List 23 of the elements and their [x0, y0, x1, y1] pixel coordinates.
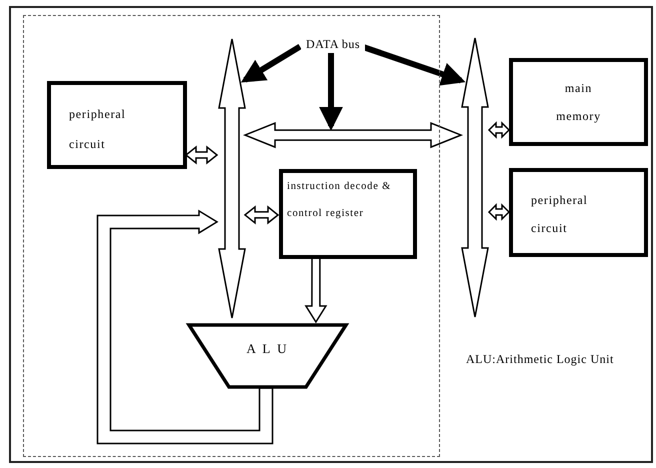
alu-label: A L U: [245, 341, 290, 357]
component-box: [509, 58, 648, 146]
bus-bar: [218, 38, 246, 319]
pointer-arrow: [240, 44, 302, 83]
box-label: peripheral circuit: [531, 192, 589, 237]
alu-trapezoid: [187, 323, 348, 389]
hollow-arrow: [304, 257, 328, 324]
component-box: [279, 169, 417, 259]
hollow-arrow: [488, 121, 510, 139]
box-label: main memory: [555, 80, 602, 125]
hollow-arrow: [184, 145, 218, 165]
note-text: ALU:Arithmetic Logic Unit: [466, 351, 615, 368]
hollow-arrow: [488, 203, 510, 221]
hollow-arrow: [242, 122, 464, 148]
feedback-arrow: [96, 210, 274, 444]
component-box: [509, 168, 648, 257]
box-label: peripheral circuit: [69, 106, 127, 153]
hollow-arrow: [244, 205, 280, 224]
bus-bar: [461, 37, 489, 318]
pointer-arrow: [319, 52, 343, 131]
component-box: [47, 81, 187, 169]
box-label: instruction decode & control register: [287, 180, 392, 221]
dashed-region: [23, 15, 440, 457]
